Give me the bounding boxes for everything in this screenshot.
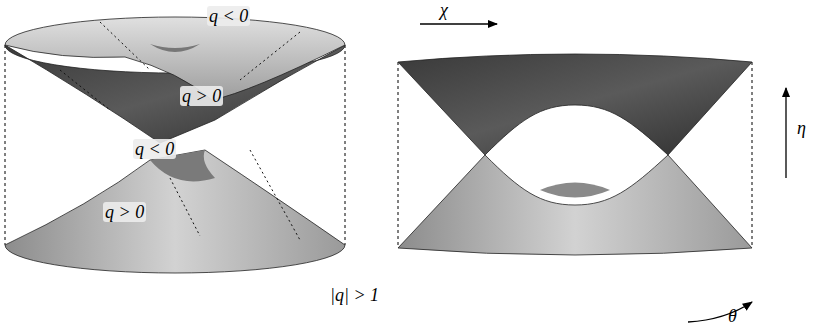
math-label: θ	[728, 306, 737, 326]
math-label: q < 0	[133, 139, 176, 159]
math-label: q < 0	[207, 6, 250, 26]
right-surface	[398, 54, 752, 255]
math-label: q > 0	[180, 86, 223, 106]
axis-arrows	[420, 24, 786, 322]
math-label: η	[797, 118, 806, 138]
math-label: q > 0	[103, 202, 146, 222]
left-surface	[5, 17, 345, 273]
math-label: |q| > 1	[330, 285, 379, 305]
math-label: χ	[440, 0, 448, 20]
